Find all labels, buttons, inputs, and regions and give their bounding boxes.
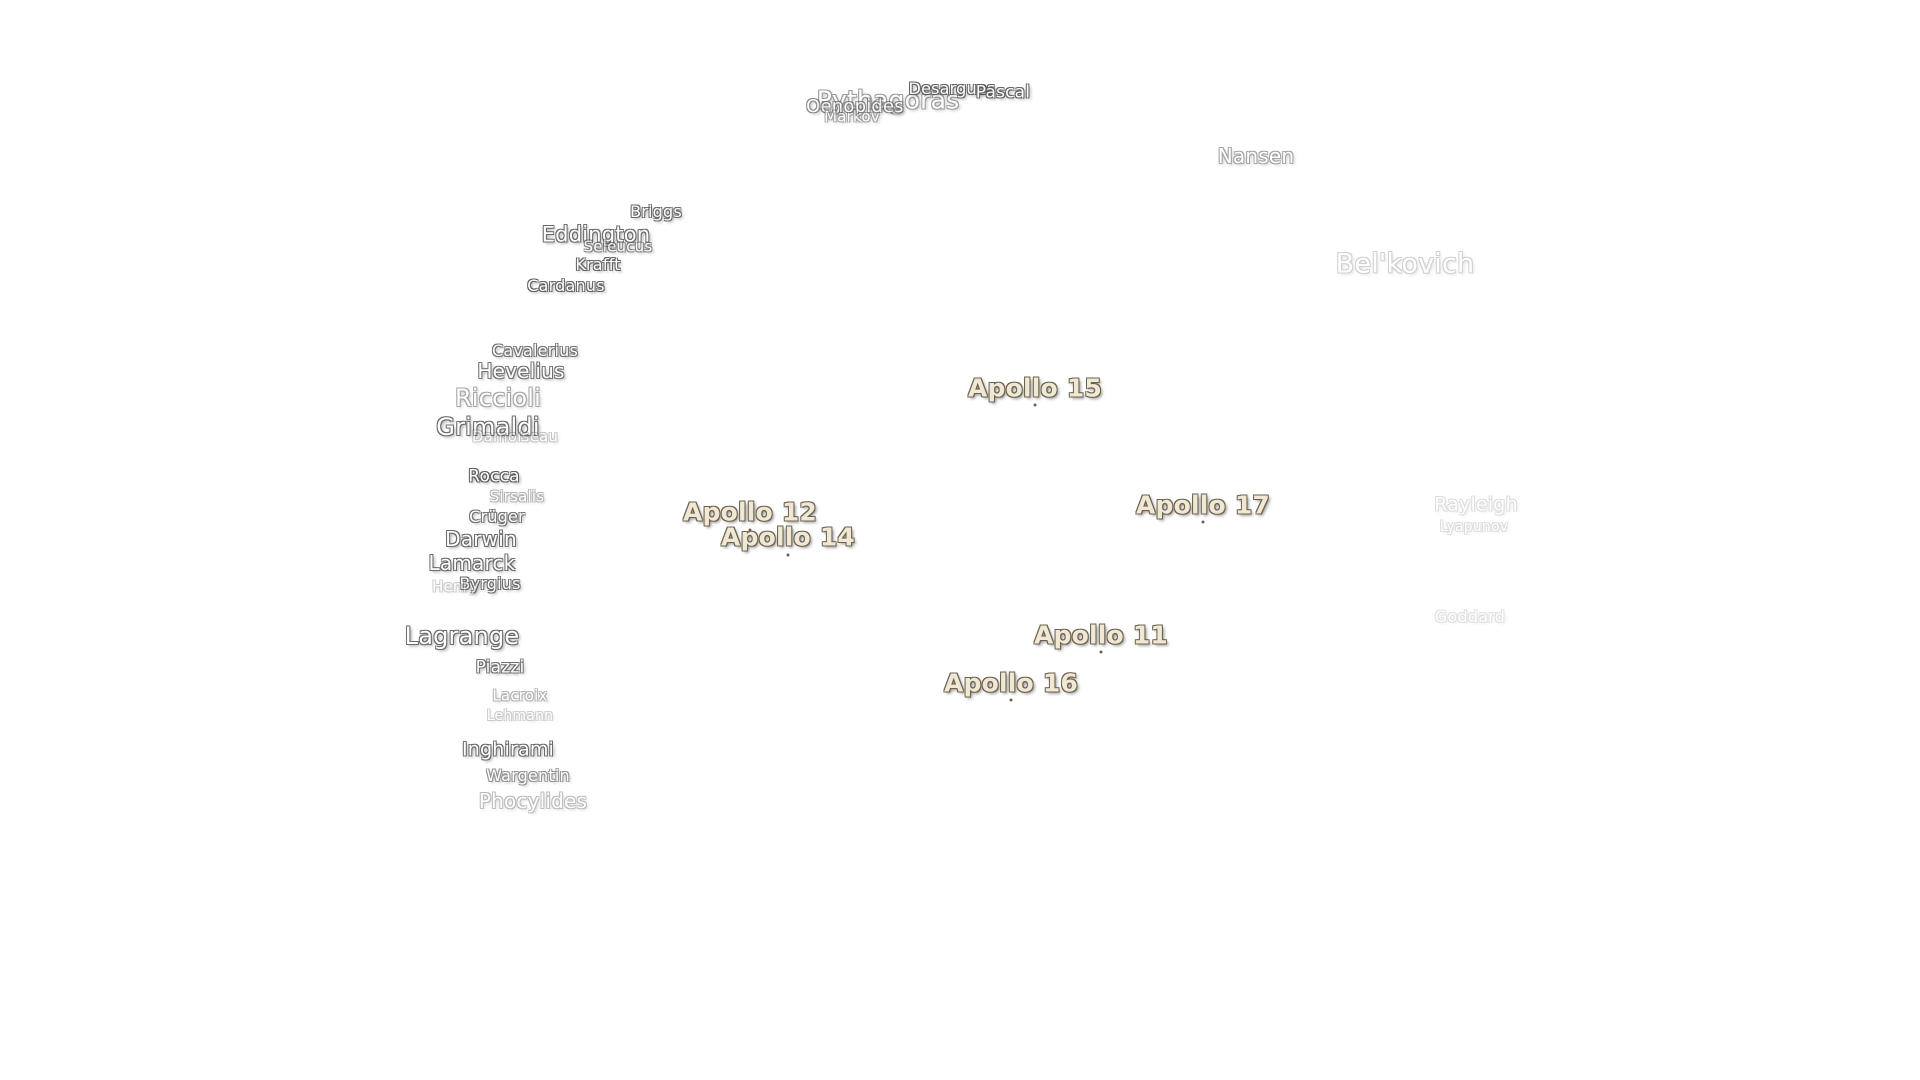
crater-label: Pascal <box>975 82 1031 103</box>
landing-site-marker[interactable] <box>1099 650 1103 654</box>
landing-site-label[interactable]: Apollo 15 <box>967 373 1103 403</box>
crater-label: Lagrange <box>404 622 520 650</box>
crater-label: Desargues <box>908 79 996 98</box>
crater-label: Cardanus <box>527 276 605 295</box>
crater-label: Seleucus <box>583 237 653 256</box>
crater-label: Grimaldi <box>436 413 540 441</box>
crater-label: Eddington <box>541 222 651 247</box>
crater-label: Oenopides <box>806 96 904 117</box>
crater-label: Krafft <box>575 255 621 274</box>
landing-site-marker[interactable] <box>1201 520 1205 524</box>
crater-label: Byrgius <box>459 574 521 593</box>
crater-label: Inghirami <box>461 738 555 761</box>
crater-label: Crüger <box>469 507 525 526</box>
crater-label: Lacroix <box>492 686 548 705</box>
landing-site-label[interactable]: Apollo 17 <box>1135 490 1271 520</box>
landing-site-label[interactable]: Apollo 16 <box>943 668 1079 698</box>
crater-label: Henry <box>431 577 479 596</box>
crater-label: Nansen <box>1217 144 1295 168</box>
landing-site-marker[interactable] <box>748 528 752 532</box>
crater-label: Lamarck <box>428 551 516 575</box>
landing-site-label[interactable]: Apollo 12 <box>682 497 818 527</box>
landing-site-label[interactable]: Apollo 11 <box>1033 620 1169 650</box>
landing-site-marker[interactable] <box>1033 403 1037 407</box>
crater-label: Damoiseau <box>471 427 559 446</box>
crater-label: Rocca <box>468 466 520 487</box>
crater-label: Pythagoras <box>816 85 960 115</box>
crater-label: Phocylides <box>478 789 588 813</box>
crater-label: Lehmann <box>486 708 554 724</box>
crater-label: Riccioli <box>454 384 542 412</box>
crater-label: Wargentin <box>486 766 570 785</box>
crater-label: Piazzi <box>475 657 525 678</box>
crater-label: Lyapunov <box>1439 519 1509 535</box>
crater-label: Darwin <box>445 527 517 551</box>
crater-label: Cavalerius <box>491 341 579 360</box>
landing-site-label[interactable]: Apollo 14 <box>720 522 856 552</box>
landing-site-marker[interactable] <box>1009 698 1013 702</box>
crater-label: Goddard <box>1434 607 1506 626</box>
crater-label: Sirsalis <box>489 487 545 506</box>
crater-label: Bel'kovich <box>1335 248 1475 280</box>
crater-label: Hevelius <box>477 359 565 383</box>
crater-label: Briggs <box>630 202 682 221</box>
landing-site-marker[interactable] <box>786 553 790 557</box>
crater-label: Rayleigh <box>1434 493 1518 516</box>
crater-label: Markov <box>824 107 880 126</box>
